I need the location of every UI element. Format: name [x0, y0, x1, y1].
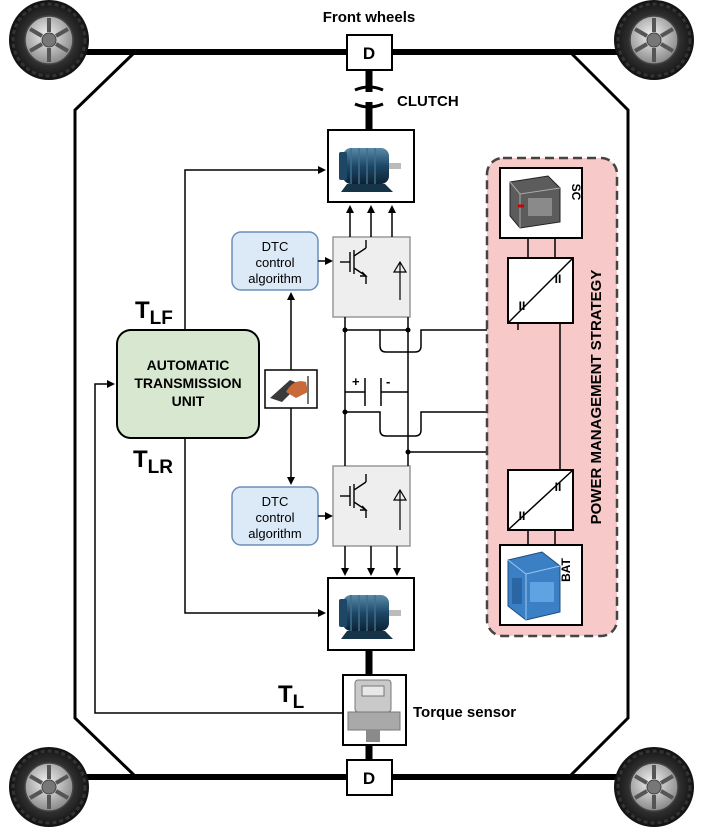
t-l-main: T — [278, 681, 293, 708]
battery-label: BAT — [559, 557, 573, 581]
front-differential-label: D — [363, 44, 375, 63]
dtc-top-line-2: control — [255, 255, 294, 270]
front-differential — [346, 34, 393, 71]
t-lf-main: T — [135, 297, 150, 324]
capacitor-minus-label: - — [386, 374, 390, 389]
clutch-symbol — [354, 85, 384, 109]
rear-differential — [346, 759, 393, 796]
converter-diagonal — [507, 257, 574, 324]
dtc-top-line-3: algorithm — [248, 271, 301, 286]
converter-mark: II — [519, 509, 526, 523]
rear-differential-label: D — [363, 769, 375, 788]
dtc-top-line-1: DTC — [262, 239, 289, 254]
automatic-transmission-unit — [116, 329, 260, 439]
junction-dot — [405, 327, 411, 333]
dtc-bottom-line-3: algorithm — [248, 526, 301, 541]
capacitor-plus-label: + — [352, 374, 360, 389]
t-lf-label: TLF — [135, 297, 173, 329]
tlr-command-line — [184, 438, 326, 617]
junction-dot — [342, 409, 348, 415]
torque-feedback-line — [94, 380, 343, 714]
front-wheels-label: Front wheels — [323, 9, 416, 26]
t-l-subscript: L — [293, 692, 305, 713]
t-lf-subscript: LF — [150, 308, 173, 329]
power-management-label: POWER MANAGEMENT STRATEGY — [588, 270, 605, 525]
junction-dot — [342, 327, 348, 333]
top-inverter — [332, 236, 411, 318]
car-wheel-icon — [612, 745, 696, 829]
t-lr-subscript: LR — [148, 457, 174, 478]
battery-icon — [507, 551, 561, 621]
car-wheel-icon — [7, 0, 91, 82]
atu-line-2: TRANSMISSION — [134, 375, 241, 391]
supercapacitor-icon — [509, 175, 561, 229]
supercapacitor-label: SC — [569, 184, 583, 201]
t-l-label: TL — [278, 681, 305, 713]
dtc-bottom-line-2: control — [255, 510, 294, 525]
dtc-bottom-line-1: DTC — [262, 494, 289, 509]
car-wheel-icon — [7, 745, 91, 829]
clutch-label: CLUTCH — [397, 93, 459, 110]
t-lr-label: TLR — [133, 446, 173, 478]
torque-sensor-label: Torque sensor — [413, 704, 516, 721]
converter-mark: II — [555, 480, 562, 494]
car-wheel-icon — [612, 0, 696, 82]
tlf-command-line — [184, 166, 326, 330]
converter-diagonal — [507, 469, 574, 531]
atu-line-3: UNIT — [172, 393, 205, 409]
atu-line-1: AUTOMATIC — [147, 357, 230, 373]
torque-sensor-icon — [347, 679, 401, 742]
converter-mark: II — [519, 299, 526, 313]
accelerator-pedal-icon — [270, 376, 309, 404]
junction-dot — [405, 449, 411, 455]
t-lr-main: T — [133, 446, 148, 473]
converter-mark: II — [555, 272, 562, 286]
bottom-inverter — [332, 465, 411, 547]
